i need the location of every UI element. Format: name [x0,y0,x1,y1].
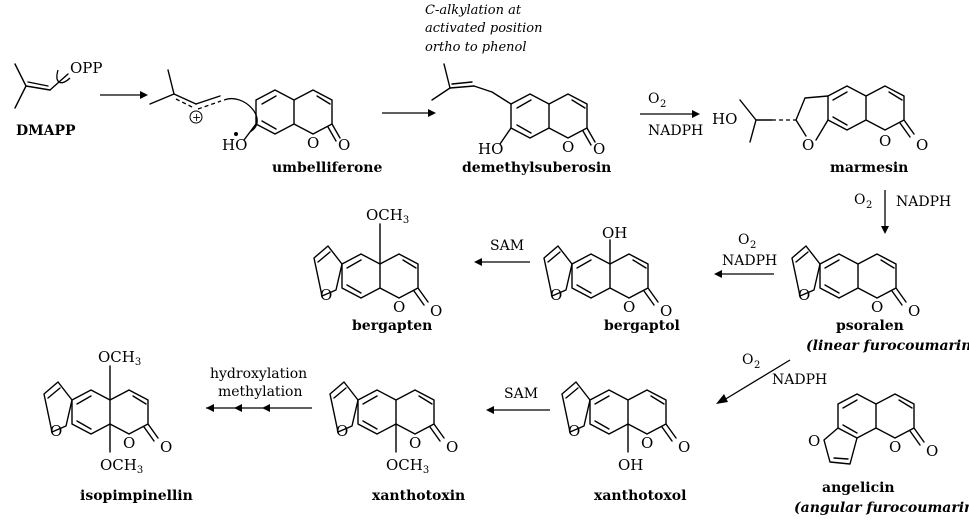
umbelliferone-name: umbelliferone [272,160,382,176]
ring-oxygen: O [123,434,135,452]
oxidation-step-3: O 2 NADPH [716,352,827,404]
svg-text:methylation: methylation [218,384,303,400]
furan-oxygen: O [808,432,820,450]
c-alkylation-note: C-alkylation at activated position ortho… [425,3,542,55]
ring-oxygen: O [307,134,319,152]
xanthotoxin-structure: O OCH3 O O xanthotoxin [329,381,465,504]
carbonyl-oxygen: O [916,136,928,154]
svg-text:O: O [742,352,753,368]
svg-text:2: 2 [754,360,760,371]
furan-oxygen: O [550,286,562,304]
oxidation-step-2: O 2 NADPH [854,190,951,234]
xanthotoxin-name: xanthotoxin [372,488,465,504]
furan-oxygen: O [50,422,62,440]
hydroxylation-methylation-step: hydroxylation methylation [206,366,312,412]
bergaptol-name: bergaptol [604,318,680,334]
ring-oxygen: O [562,138,574,156]
methylation-step-2: SAM [486,386,550,414]
methoxy-label: OCH3 [366,206,409,226]
svg-text:hydroxylation: hydroxylation [210,366,307,382]
methoxy-label: OCH3 [100,456,143,476]
methylation-step-1: SAM [474,238,530,266]
carbonyl-oxygen: O [446,438,458,456]
ring-oxygen: O [641,434,653,452]
carbonyl-oxygen: O [926,442,938,460]
ring-oxygen: O [871,298,883,316]
ring-oxygen: O [623,298,635,316]
svg-text:2: 2 [750,240,756,251]
svg-text:activated position: activated position [425,21,542,36]
bergapten-structure: O OCH3 O O bergapten [313,206,442,334]
svg-text:NADPH: NADPH [772,372,827,388]
opp-label: OPP [70,59,102,77]
svg-text:2: 2 [660,99,666,110]
ho-label: HO [712,110,737,128]
marmesin-name: marmesin [830,160,908,176]
methoxy-label: OCH3 [98,348,141,368]
oh-label: OH [618,456,643,474]
furan-oxygen: O [320,286,332,304]
angelicin-note: (angular furocoumarin) [794,500,969,516]
carbonyl-oxygen: O [430,302,442,320]
svg-text:O: O [738,232,749,248]
hydroxylation-step: O 2 NADPH [714,232,777,278]
xanthotoxol-structure: O OH O O xanthotoxol [561,381,690,504]
ho-label: HO [222,136,247,154]
svg-text:SAM: SAM [490,238,524,254]
svg-text:NADPH: NADPH [896,194,951,210]
svg-text:2: 2 [866,200,872,211]
svg-text:NADPH: NADPH [722,253,777,269]
psoralen-name: psoralen [836,318,904,334]
svg-text:O: O [648,91,659,107]
carbonyl-oxygen: O [593,140,605,158]
carbonyl-oxygen: O [660,302,672,320]
furan-oxygen: O [798,286,810,304]
ring-oxygen: O [409,434,421,452]
bergaptol-structure: O OH O O bergaptol [543,224,680,334]
allyl-cation-structure: + [149,69,258,133]
ho-label: HO [478,140,503,158]
methoxy-label: OCH3 [386,456,429,476]
svg-text:NADPH: NADPH [648,123,703,139]
angelicin-name: angelicin [822,480,895,496]
carbonyl-oxygen: O [160,438,172,456]
bergapten-name: bergapten [352,318,432,334]
psoralen-note: (linear furocoumarin) [806,338,969,354]
dmapp-structure: OPP DMAPP [14,59,102,139]
psoralen-structure: O O O psoralen (linear furocoumarin) [791,245,969,354]
dmapp-name: DMAPP [16,123,76,139]
oh-label: OH [602,224,627,242]
svg-text:SAM: SAM [504,386,538,402]
angelicin-structure: O O O angelicin (angular furocoumarin) [794,393,969,516]
furan-oxygen: O [568,422,580,440]
demethylsuberosin-name: demethylsuberosin [462,160,611,176]
umbelliferone-structure: HO O O umbelliferone [222,89,382,176]
ring-oxygen: O [393,298,405,316]
carbonyl-oxygen: O [338,136,350,154]
demethylsuberosin-structure: HO O O demethylsuberosin [431,63,611,176]
carbonyl-oxygen: O [908,302,920,320]
oxidation-step-1: O 2 NADPH [640,91,703,139]
furan-oxygen: O [336,422,348,440]
marmesin-structure: HO O O O marmesin [712,85,928,176]
ring-oxygen: O [879,132,891,150]
svg-text:ortho to phenol: ortho to phenol [425,40,527,55]
xanthotoxol-name: xanthotoxol [594,488,686,504]
furan-oxygen: O [802,136,814,154]
isopimpinellin-name: isopimpinellin [80,488,193,504]
svg-text:O: O [854,192,865,208]
isopimpinellin-structure: O OCH3 OCH3 O O isopimpinellin [43,348,193,504]
carbonyl-oxygen: O [678,438,690,456]
svg-text:C-alkylation at: C-alkylation at [425,3,522,18]
ring-oxygen: O [889,438,901,456]
cation-charge: + [192,111,201,124]
